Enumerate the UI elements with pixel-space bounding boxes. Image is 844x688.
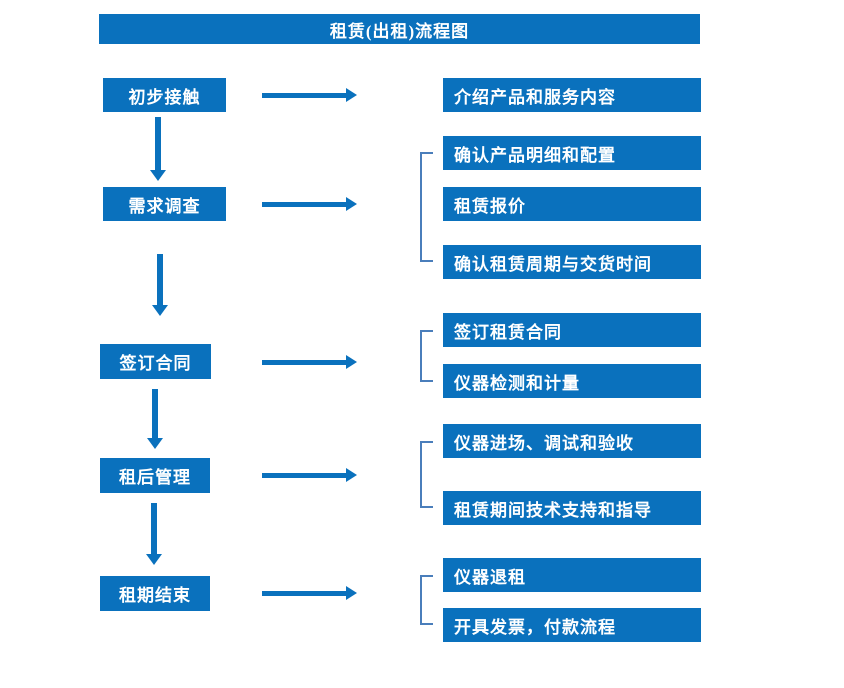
arrow-head (346, 355, 357, 369)
arrow-shaft (262, 590, 346, 596)
arrow-shaft (157, 254, 163, 305)
arrow-shaft (262, 92, 346, 98)
group-bracket-icon (420, 152, 433, 262)
output-box-introduce-products: 介绍产品和服务内容 (443, 78, 701, 112)
down-arrow-icon (152, 254, 168, 316)
output-box-tech-support: 租赁期间技术支持和指导 (443, 491, 701, 525)
arrow-head (150, 170, 166, 181)
output-box-instrument-setup: 仪器进场、调试和验收 (443, 424, 701, 458)
arrow-head (346, 88, 357, 102)
right-arrow-icon (262, 355, 357, 369)
output-box-invoice-payment: 开具发票，付款流程 (443, 608, 701, 642)
stage-box-lease-end: 租期结束 (100, 576, 210, 611)
down-arrow-icon (146, 503, 162, 565)
stage-box-sign-contract: 签订合同 (100, 344, 211, 379)
output-box-confirm-period-delivery: 确认租赁周期与交货时间 (443, 245, 701, 279)
arrow-shaft (262, 359, 346, 365)
right-arrow-icon (262, 88, 357, 102)
stage-box-post-rental-mgmt: 租后管理 (100, 458, 210, 493)
down-arrow-icon (147, 389, 163, 449)
arrow-head (346, 586, 357, 600)
arrow-shaft (262, 472, 346, 478)
output-box-sign-rental-contract: 签订租赁合同 (443, 313, 701, 347)
group-bracket-icon (420, 575, 433, 625)
arrow-head (346, 468, 357, 482)
arrow-shaft (155, 117, 161, 170)
output-box-rental-quotation: 租赁报价 (443, 187, 701, 221)
arrow-head (152, 305, 168, 316)
right-arrow-icon (262, 586, 357, 600)
arrow-head (346, 197, 357, 211)
right-arrow-icon (262, 468, 357, 482)
group-bracket-icon (420, 441, 433, 508)
arrow-shaft (152, 389, 158, 438)
right-arrow-icon (262, 197, 357, 211)
arrow-head (147, 438, 163, 449)
output-box-confirm-product-config: 确认产品明细和配置 (443, 136, 701, 170)
arrow-head (146, 554, 162, 565)
page-title: 租赁(出租)流程图 (99, 14, 700, 44)
stage-box-initial-contact: 初步接触 (103, 78, 226, 112)
stage-box-demand-survey: 需求调查 (103, 187, 226, 221)
down-arrow-icon (150, 117, 166, 181)
group-bracket-icon (420, 330, 433, 382)
arrow-shaft (151, 503, 157, 554)
arrow-shaft (262, 201, 346, 207)
output-box-instrument-return: 仪器退租 (443, 558, 701, 592)
output-box-instrument-inspection: 仪器检测和计量 (443, 364, 701, 398)
